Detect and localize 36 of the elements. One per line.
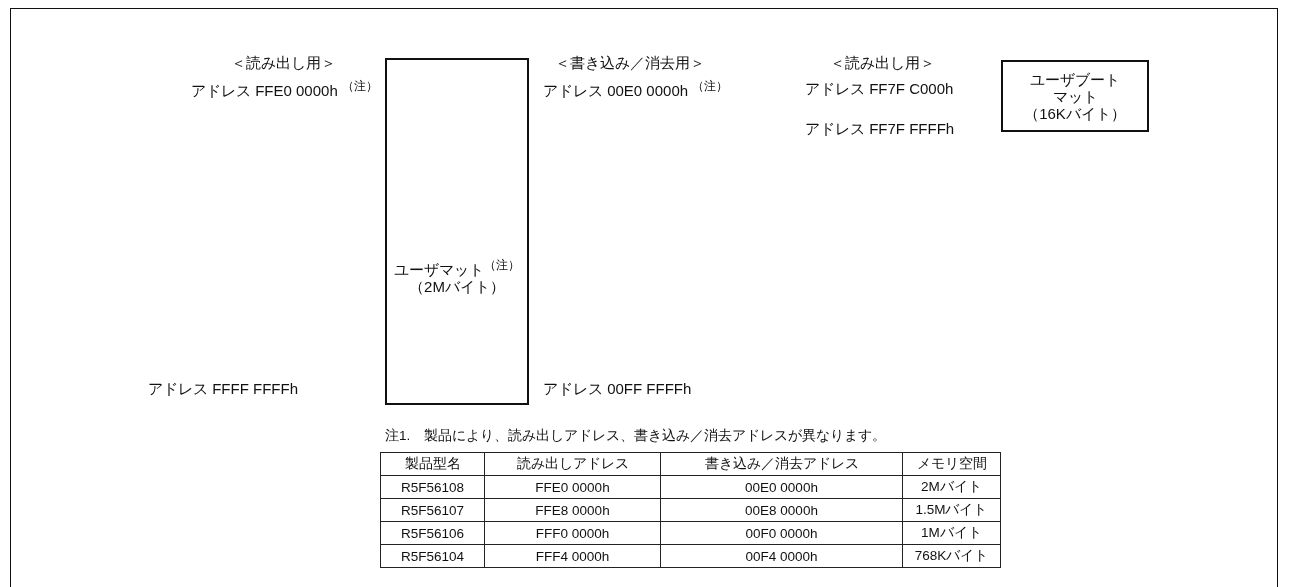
heading-text: ＜読み出し用＞: [829, 54, 935, 72]
memory-block: [385, 58, 529, 405]
table-cell: FFF0 0000h: [484, 521, 661, 545]
table-cell: 読み出しアドレス: [484, 452, 661, 476]
table-cell: 2Mバイト: [902, 475, 1001, 499]
memory-block: [1001, 60, 1149, 132]
address-label: アドレス FFFF FFFFh: [148, 380, 298, 398]
table-cell: 00E8 0000h: [660, 498, 903, 522]
table-cell: FFE0 0000h: [484, 475, 661, 499]
table-cell: 00E0 0000h: [660, 475, 903, 499]
table-cell: 00F0 0000h: [660, 521, 903, 545]
table-cell: R5F56104: [380, 544, 485, 568]
table-cell: FFE8 0000h: [484, 498, 661, 522]
note-text: 注1. 製品により、読み出しアドレス、書き込み／消去アドレスが異なります。: [385, 427, 887, 445]
table-cell: 1Mバイト: [902, 521, 1001, 545]
table-cell: 00F4 0000h: [660, 544, 903, 568]
table-cell: 製品型名: [380, 452, 485, 476]
table-cell: 768Kバイト: [902, 544, 1001, 568]
table-cell: 書き込み／消去アドレス: [660, 452, 903, 476]
table-cell: R5F56107: [380, 498, 485, 522]
table-cell: FFF4 0000h: [484, 544, 661, 568]
table-cell: R5F56108: [380, 475, 485, 499]
address-label: アドレス FF7F C000h: [805, 80, 954, 98]
address-label: アドレス 00FF FFFFh: [543, 380, 692, 398]
block-label: ユーザマット$^{（注）}$: [394, 258, 520, 278]
block-label: ユーザブートマット: [1029, 70, 1121, 105]
address-label: アドレス 00E0 0000h $^{（注）}$: [543, 80, 729, 100]
block-label: （2Mバイト）: [409, 277, 505, 295]
block-label: （16Kバイト）: [1024, 104, 1126, 122]
table-cell: 1.5Mバイト: [902, 498, 1001, 522]
address-label: アドレス FFE0 0000h $^{（注）}$: [191, 80, 378, 100]
heading-text: ＜書き込み／消去用＞: [555, 54, 705, 72]
table-cell: メモリ空間: [902, 452, 1001, 476]
table-cell: R5F56106: [380, 521, 485, 545]
address-label: アドレス FF7F FFFFh: [805, 120, 955, 138]
heading-text: ＜読み出し用＞: [230, 54, 336, 72]
